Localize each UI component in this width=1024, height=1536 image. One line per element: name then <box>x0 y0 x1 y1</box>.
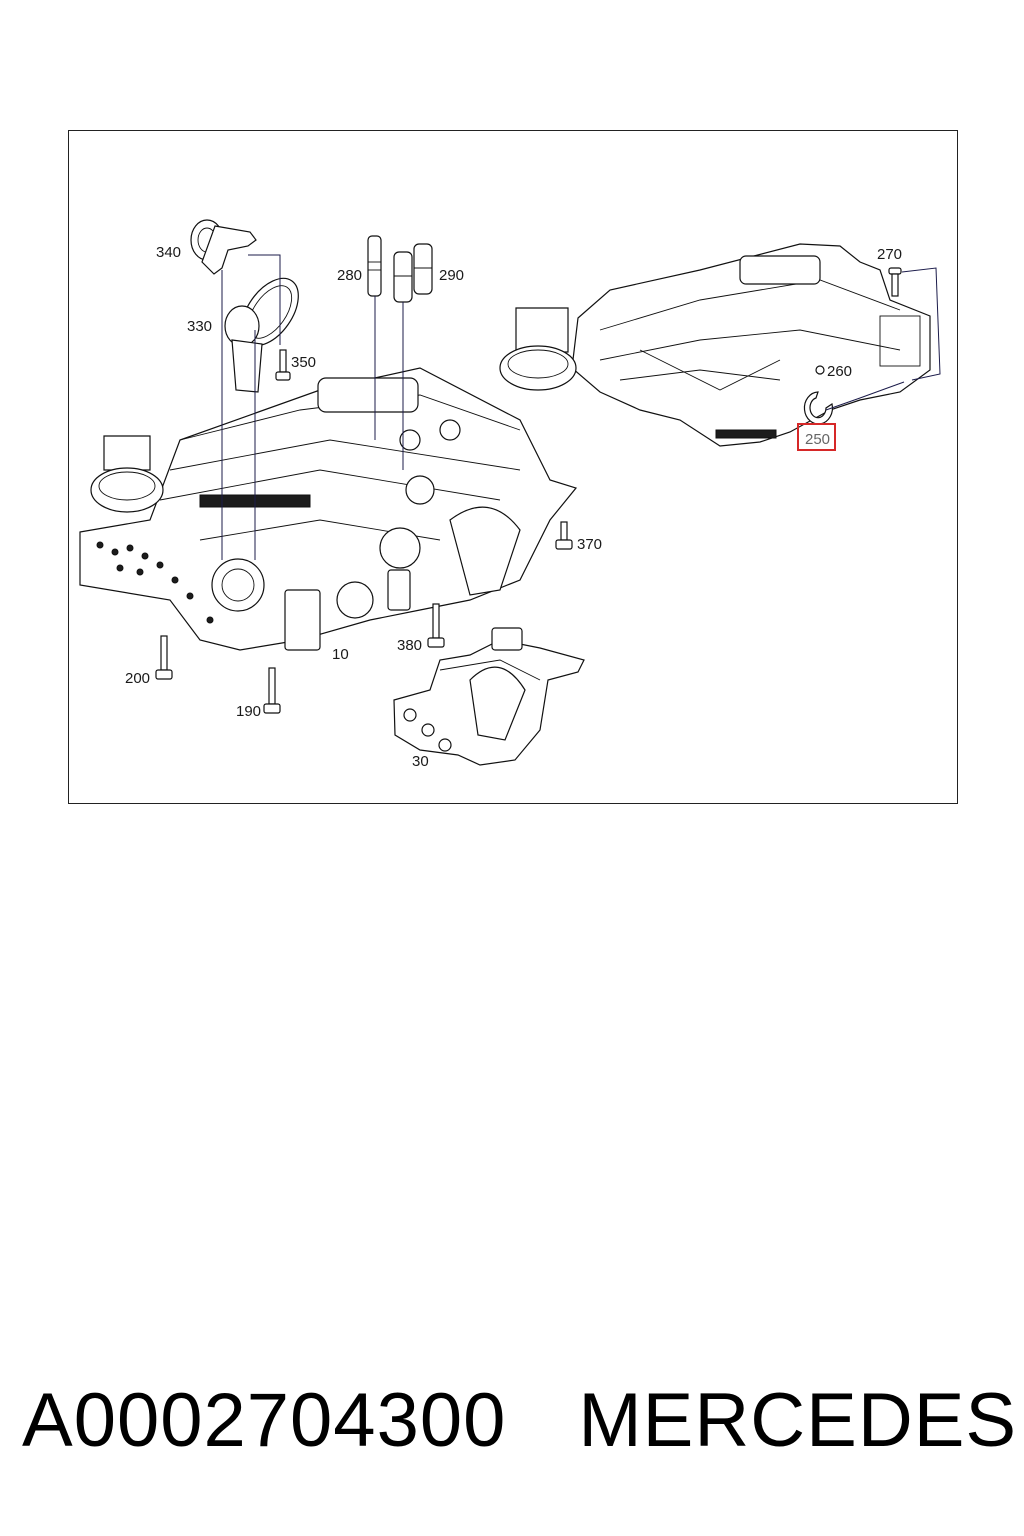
callout-260: 260 <box>827 363 852 380</box>
callout-280: 280 <box>337 267 362 284</box>
part-200-bolt <box>155 635 173 680</box>
part-10-valve-body <box>79 367 578 651</box>
part-250-retaining-ring <box>803 391 834 425</box>
callout-290: 290 <box>439 267 464 284</box>
callout-370: 370 <box>577 536 602 553</box>
part-290-tube <box>393 243 433 303</box>
part-control-unit <box>499 243 931 447</box>
callout-190: 190 <box>236 703 261 720</box>
part-380-bolt <box>427 603 445 648</box>
callout-labels: 340 330 350 280 290 270 260 370 380 10 2… <box>125 244 902 770</box>
valve-body-holes <box>96 541 214 624</box>
part-number: A0002704300 <box>22 1377 507 1463</box>
part-190-bolt <box>263 667 281 714</box>
callout-270: 270 <box>877 246 902 263</box>
part-340-filler-neck <box>190 219 257 275</box>
callout-10: 10 <box>332 646 349 663</box>
part-350-screw <box>275 349 291 381</box>
callout-250: 250 <box>805 431 830 448</box>
part-270-screw <box>888 267 902 297</box>
callout-200: 200 <box>125 670 150 687</box>
callout-30: 30 <box>412 753 429 770</box>
footer-caption: A0002704300 MERCEDES <box>22 1370 1016 1470</box>
part-280-tube <box>367 235 382 297</box>
callout-380: 380 <box>397 637 422 654</box>
leader-lines <box>221 254 941 560</box>
brand-name: MERCEDES <box>578 1377 1018 1463</box>
callout-250-highlight-box <box>797 423 836 451</box>
part-260-washer <box>815 365 825 375</box>
part-330-seal <box>224 277 299 393</box>
part-370-bolt <box>555 521 573 550</box>
part-30-bracket <box>393 627 585 766</box>
callout-340: 340 <box>156 244 181 261</box>
callout-330: 330 <box>187 318 212 335</box>
callout-350: 350 <box>291 354 316 371</box>
